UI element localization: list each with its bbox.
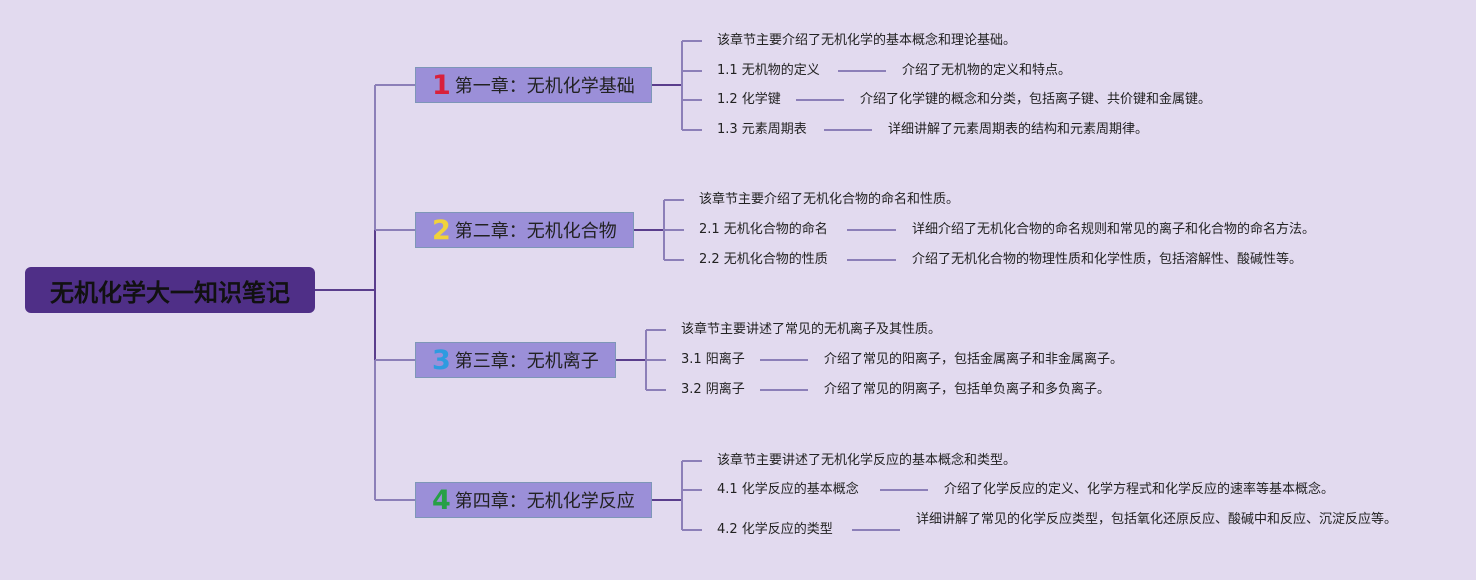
section-desc[interactable]: 介绍了常见的阴离子，包括单负离子和多负离子。 xyxy=(824,382,1111,397)
section-desc[interactable]: 介绍了无机化合物的物理性质和化学性质，包括溶解性、酸碱性等。 xyxy=(912,252,1303,267)
section-label[interactable]: 3.2 阴离子 xyxy=(681,382,745,397)
chapter-title: 第三章：无机离子 xyxy=(454,351,599,372)
chapter-summary[interactable]: 该章节主要介绍了无机化合物的命名和性质。 xyxy=(699,192,960,207)
section-label[interactable]: 1.3 元素周期表 xyxy=(717,122,807,137)
root-title: 无机化学大一知识笔记 xyxy=(50,278,290,307)
chapter-summary[interactable]: 该章节主要介绍了无机化学的基本概念和理论基础。 xyxy=(717,33,1017,48)
chapter-title: 第四章：无机化学反应 xyxy=(454,491,635,512)
section-label[interactable]: 4.1 化学反应的基本概念 xyxy=(717,482,859,497)
chapter-summary[interactable]: 该章节主要讲述了常见的无机离子及其性质。 xyxy=(681,322,942,337)
section-desc[interactable]: 介绍了常见的阳离子，包括金属离子和非金属离子。 xyxy=(824,352,1124,367)
chapter-node-2[interactable]: 2 第二章：无机化合物 xyxy=(415,212,634,248)
number-3-icon: 3 xyxy=(432,344,451,376)
chapter-node-4[interactable]: 4 第四章：无机化学反应 xyxy=(415,482,652,518)
section-label[interactable]: 2.1 无机化合物的命名 xyxy=(699,222,828,237)
section-label[interactable]: 4.2 化学反应的类型 xyxy=(717,522,833,537)
chapter-title: 第二章：无机化合物 xyxy=(454,221,617,242)
section-label[interactable]: 1.1 无机物的定义 xyxy=(717,63,820,78)
section-desc[interactable]: 详细介绍了无机化合物的命名规则和常见的离子和化合物的命名方法。 xyxy=(912,222,1316,237)
number-4-icon: 4 xyxy=(432,484,451,516)
number-2-icon: 2 xyxy=(432,214,451,246)
section-label[interactable]: 3.1 阳离子 xyxy=(681,352,745,367)
section-desc[interactable]: 介绍了无机物的定义和特点。 xyxy=(902,63,1072,78)
section-label[interactable]: 1.2 化学键 xyxy=(717,92,781,107)
section-desc[interactable]: 详细讲解了常见的化学反应类型，包括氧化还原反应、酸碱中和反应、沉淀反应等。 xyxy=(916,512,1398,527)
chapter-node-3[interactable]: 3 第三章：无机离子 xyxy=(415,342,616,378)
section-desc[interactable]: 详细讲解了元素周期表的结构和元素周期律。 xyxy=(888,122,1149,137)
section-desc[interactable]: 介绍了化学键的概念和分类，包括离子键、共价键和金属键。 xyxy=(860,92,1212,107)
chapter-summary[interactable]: 该章节主要讲述了无机化学反应的基本概念和类型。 xyxy=(717,453,1017,468)
section-desc[interactable]: 介绍了化学反应的定义、化学方程式和化学反应的速率等基本概念。 xyxy=(944,482,1335,497)
number-1-icon: 1 xyxy=(432,69,451,101)
chapter-title: 第一章：无机化学基础 xyxy=(454,76,635,97)
section-label[interactable]: 2.2 无机化合物的性质 xyxy=(699,252,828,267)
chapter-node-1[interactable]: 1 第一章：无机化学基础 xyxy=(415,67,652,103)
root-node[interactable]: 无机化学大一知识笔记 xyxy=(25,267,315,313)
